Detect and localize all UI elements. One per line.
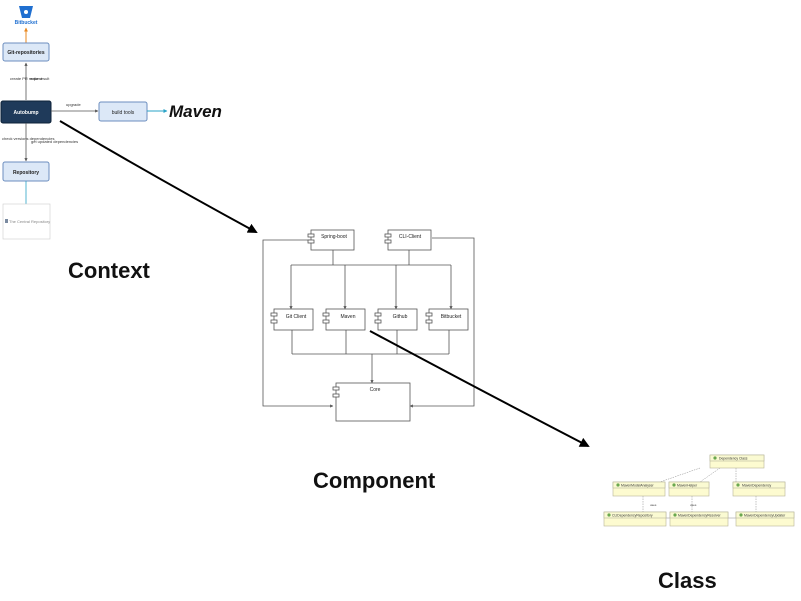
git-repositories-box xyxy=(2,42,50,62)
spring-boot-label: Spring-boot xyxy=(321,234,347,240)
maven-logo: Maven xyxy=(169,102,222,121)
dependency-class-label: Dependency Class xyxy=(719,457,748,461)
core-component: Core xyxy=(332,382,411,422)
git-client-component: Git Client xyxy=(270,308,314,331)
maven-model-analyser-box: MavenModelAnalyser xyxy=(612,481,666,497)
github-component: Github xyxy=(374,308,418,331)
central-repository-logo xyxy=(2,203,51,240)
maven-dependency-label: MavenDependency xyxy=(742,484,772,488)
git-client-label: Git Client xyxy=(286,314,307,320)
edge-create-pr-label: create PR request xyxy=(10,76,43,81)
central-repository-label: The Central Repository xyxy=(9,219,50,224)
maven-dependency-resolver-label: MavenDependencyResolver xyxy=(678,514,721,518)
class-heading: Class xyxy=(658,568,717,593)
bitbucket-label: Bitbucket xyxy=(15,20,38,26)
cli-dependency-repository-label: CLIDependencyRepository xyxy=(612,514,653,518)
edge-upgrade-label: upgrade xyxy=(66,102,81,107)
bitbucket-component: Bitbucket xyxy=(425,308,469,331)
cli-client-label: CLI-Client xyxy=(399,234,422,240)
maven-dependency-box: MavenDependency xyxy=(732,481,786,497)
maven-dependency-updater-box: MavenDependencyUpdater xyxy=(735,511,795,527)
maven-dependency-resolver-box: MavenDependencyResolver xyxy=(669,511,729,527)
component-diagram: Spring-boot CLI-Client Git Client Maven xyxy=(262,229,475,493)
maven-helper-box: MavenHelper xyxy=(668,481,710,497)
maven-component: Maven xyxy=(322,308,366,331)
autobump-label: Autobump xyxy=(14,110,39,116)
cli-dependency-repository-box: CLIDependencyRepository xyxy=(603,511,667,527)
edge-check-versions-label: check versions dependencies xyxy=(2,136,54,141)
maven-dependency-updater-label: MavenDependencyUpdater xyxy=(744,514,786,518)
component-heading: Component xyxy=(313,468,436,493)
context-to-component-arrow xyxy=(59,120,258,233)
maven-model-analyser-label: MavenModelAnalyser xyxy=(621,484,654,488)
bitbucket-icon xyxy=(19,6,33,18)
bitbucket-component-label: Bitbucket xyxy=(441,314,462,320)
class-diagram: uses uses Dependency Class MavenModelAna… xyxy=(603,454,795,593)
github-label: Github xyxy=(393,314,408,320)
context-heading: Context xyxy=(68,258,151,283)
class-edge-label-1: uses xyxy=(650,503,657,507)
maven-helper-label: MavenHelper xyxy=(677,484,698,488)
dependency-class-box: Dependency Class xyxy=(709,454,765,469)
spring-boot-component: Spring-boot xyxy=(307,229,355,251)
class-edge-label-2: uses xyxy=(690,503,697,507)
build-tools-label: build tools xyxy=(112,110,135,116)
component-to-class-arrow xyxy=(369,330,590,447)
edge-write-result-label: write result xyxy=(30,76,50,81)
cli-client-component: CLI-Client xyxy=(384,229,432,251)
git-repositories-label: Git-repositories xyxy=(7,50,44,56)
core-label: Core xyxy=(370,387,381,393)
repository-label: Repository xyxy=(13,170,39,176)
context-diagram: Bitbucket Git-repositories create PR req… xyxy=(0,6,222,283)
maven-label: Maven xyxy=(340,314,355,320)
edge-get-updated-label: get updated dependencies xyxy=(31,139,78,144)
